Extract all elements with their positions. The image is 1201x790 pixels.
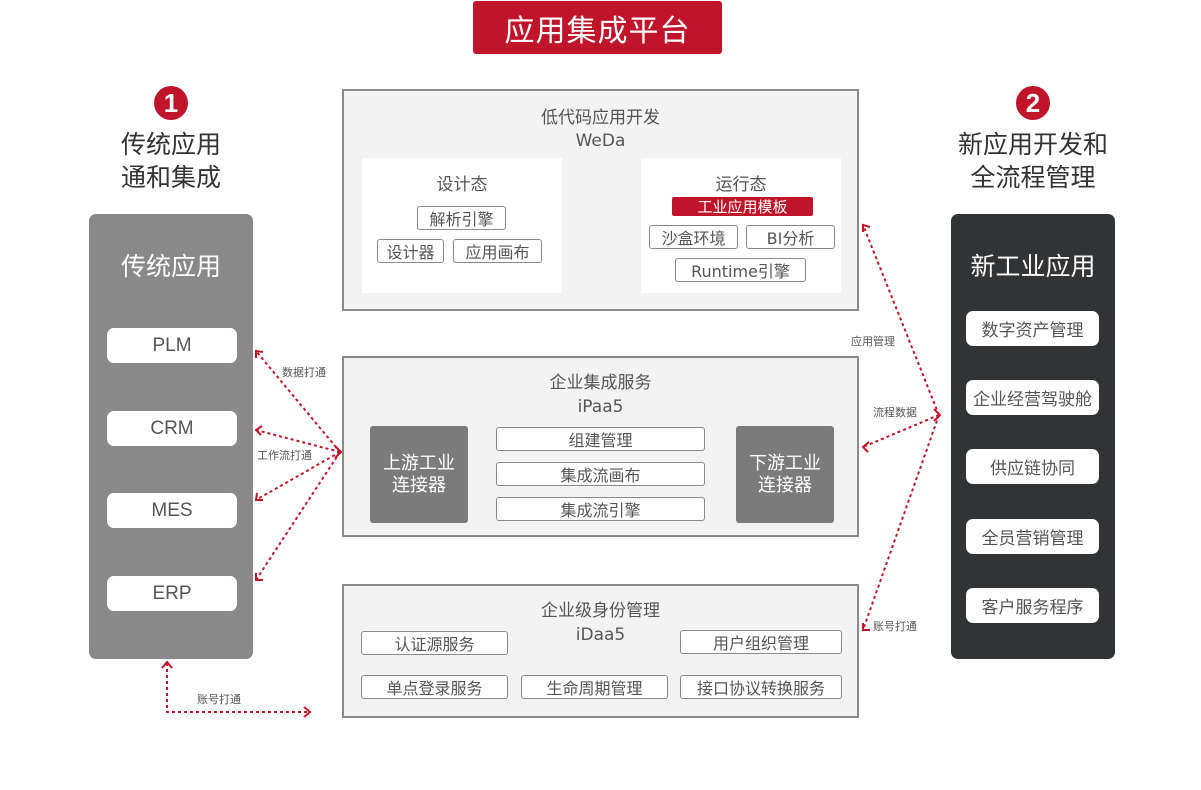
idaas-panel: 企业级身份管理 iDaa5 认证源服务 用户组织管理 单点登录服务 生命周期管理… xyxy=(342,584,859,718)
arrowhead-plm xyxy=(255,349,264,358)
legacy-apps-title: 传统应用 xyxy=(120,252,221,281)
arrowhead-ipaas-right xyxy=(861,441,870,453)
label-app-management: 应用管理 xyxy=(851,335,895,348)
upstream-connector[interactable]: 上游工业 连接器 xyxy=(370,426,468,523)
arrowhead-erp xyxy=(255,573,263,581)
protocol-conversion-chip[interactable]: 接口协议转换服务 xyxy=(680,675,842,699)
arrow-to-erp xyxy=(255,451,341,581)
sandbox-chip[interactable]: 沙盒环境 xyxy=(649,225,738,249)
left-heading-line2: 通和集成 xyxy=(120,163,221,192)
right-section-heading: 新应用开发和 全流程管理 xyxy=(940,128,1126,194)
legacy-app-mes[interactable]: MES xyxy=(107,493,237,528)
auth-source-chip[interactable]: 认证源服务 xyxy=(361,631,508,655)
step-badge-2: 2 xyxy=(1016,86,1050,120)
arrowhead-account-up xyxy=(161,660,173,669)
label-process-data: 流程数据 xyxy=(873,406,917,419)
left-heading-line1: 传统应用 xyxy=(120,130,221,159)
ipaas-subtitle: iPaa5 xyxy=(577,397,624,417)
arrow-to-idaas xyxy=(862,414,940,631)
arrowhead-crm xyxy=(254,425,263,436)
arrowhead-right-hub xyxy=(933,408,942,422)
arrow-to-weda xyxy=(862,224,940,416)
arrowhead-account-right xyxy=(303,706,312,718)
platform-title: 应用集成平台 xyxy=(473,1,722,54)
new-apps-column: 新工业应用 数字资产管理 企业经营驾驶舱 供应链协同 全员营销管理 客户服务程序 xyxy=(951,214,1115,659)
idaas-title: 企业级身份管理 xyxy=(541,601,660,621)
parser-engine-chip[interactable]: 解析引擎 xyxy=(417,206,506,230)
weda-panel: 低代码应用开发 WeDa 设计态 解析引擎 设计器 应用画布 运行态 工业应用模… xyxy=(342,89,859,311)
arrowhead-idaas xyxy=(862,623,870,631)
new-app-cockpit[interactable]: 企业经营驾驶舱 xyxy=(966,380,1099,415)
integration-engine-chip[interactable]: 集成流引擎 xyxy=(496,497,705,521)
component-management-chip[interactable]: 组建管理 xyxy=(496,427,705,451)
legacy-app-crm[interactable]: CRM xyxy=(107,411,237,446)
step-badge-1: 1 xyxy=(154,86,188,120)
integration-canvas-chip[interactable]: 集成流画布 xyxy=(496,462,705,486)
legacy-app-erp[interactable]: ERP xyxy=(107,576,237,611)
label-account-sync-right: 账号打通 xyxy=(873,620,917,633)
arrowhead-ipaas-left xyxy=(334,445,343,459)
right-heading-line1: 新应用开发和 xyxy=(957,130,1108,159)
ipaas-title: 企业集成服务 xyxy=(549,373,652,393)
legacy-app-plm[interactable]: PLM xyxy=(107,328,237,363)
new-app-digital-assets[interactable]: 数字资产管理 xyxy=(966,311,1099,346)
runtime-state-title: 运行态 xyxy=(715,175,767,195)
arrow-to-mes xyxy=(255,451,341,501)
arrow-to-crm xyxy=(255,429,341,453)
weda-title: 低代码应用开发 xyxy=(541,108,660,128)
legacy-apps-column: 传统应用 PLM CRM MES ERP xyxy=(89,214,253,659)
ipaas-panel: 企业集成服务 iPaa5 上游工业 连接器 下游工业 连接器 组建管理 集成流画… xyxy=(342,356,859,537)
industrial-template-chip[interactable]: 工业应用模板 xyxy=(672,197,813,216)
label-account-sync-left: 账号打通 xyxy=(197,693,241,706)
runtime-engine-chip[interactable]: Runtime引擎 xyxy=(675,258,806,282)
arrow-to-ipaas xyxy=(862,414,940,448)
bi-analysis-chip[interactable]: BI分析 xyxy=(746,225,835,249)
new-app-marketing[interactable]: 全员营销管理 xyxy=(966,519,1099,554)
design-state-panel: 设计态 解析引擎 设计器 应用画布 xyxy=(362,158,562,293)
design-state-title: 设计态 xyxy=(436,175,488,195)
sso-chip[interactable]: 单点登录服务 xyxy=(361,675,508,699)
arrowhead-mes xyxy=(254,492,263,501)
app-canvas-chip[interactable]: 应用画布 xyxy=(453,239,542,263)
new-app-customer-service[interactable]: 客户服务程序 xyxy=(966,588,1099,623)
downstream-connector[interactable]: 下游工业 连接器 xyxy=(736,426,834,523)
arrowhead-weda xyxy=(862,223,871,232)
lifecycle-chip[interactable]: 生命周期管理 xyxy=(521,675,668,699)
right-heading-line2: 全流程管理 xyxy=(970,163,1096,192)
arrow-account-left xyxy=(166,663,310,713)
label-data-sync: 数据打通 xyxy=(282,366,326,379)
left-section-heading: 传统应用 通和集成 xyxy=(90,128,252,194)
arrow-to-plm xyxy=(255,350,341,453)
new-app-supply-chain[interactable]: 供应链协同 xyxy=(966,449,1099,484)
runtime-state-panel: 运行态 工业应用模板 沙盒环境 BI分析 Runtime引擎 xyxy=(641,158,841,293)
designer-chip[interactable]: 设计器 xyxy=(377,239,444,263)
idaas-subtitle: iDaa5 xyxy=(575,625,626,645)
weda-subtitle: WeDa xyxy=(575,131,626,151)
user-org-chip[interactable]: 用户组织管理 xyxy=(680,630,842,654)
new-apps-title: 新工业应用 xyxy=(970,252,1096,281)
label-workflow-sync: 工作流打通 xyxy=(257,449,312,462)
